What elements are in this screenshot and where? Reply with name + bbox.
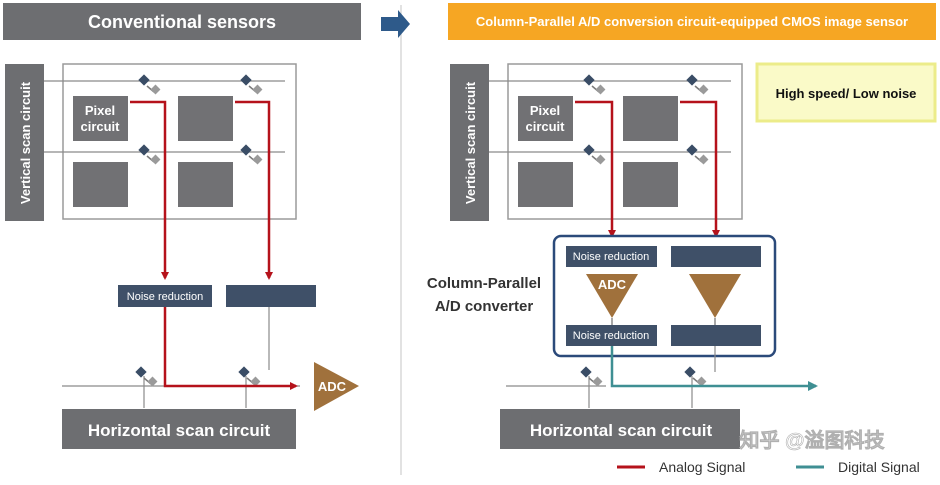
right-vertical-scan-block <box>450 64 489 221</box>
right-analog-path-2 <box>680 100 720 238</box>
right-title-bar <box>448 3 936 40</box>
left-horizontal-scan-block <box>62 409 296 449</box>
switch-icon <box>237 365 262 388</box>
noise-reduction-bottom-block-2 <box>671 325 761 346</box>
right-adc-label: ADC <box>598 277 627 292</box>
right-adc-triangle-2 <box>689 274 741 318</box>
left-pixel-circuit-1 <box>73 96 128 141</box>
switch-icon <box>582 73 607 96</box>
right-title: Column-Parallel A/D conversion circuit-e… <box>476 14 908 29</box>
watermark: 知乎 @溢图科技 <box>739 428 885 452</box>
left-vertical-scan-block <box>5 64 44 221</box>
right-pixel-label-2: circuit <box>525 119 565 134</box>
left-pixel-array-frame <box>62 63 297 220</box>
legend-analog-label: Analog Signal <box>659 459 745 475</box>
legend-digital-label: Digital Signal <box>838 459 920 475</box>
right-horizontal-scan-label: Horizontal scan circuit <box>530 421 713 440</box>
highlight-label: High speed/ Low noise <box>776 86 917 101</box>
right-horizontal-scan-block <box>500 409 740 449</box>
switch-icon <box>134 365 159 388</box>
switch-icon <box>579 365 604 388</box>
left-title-bar <box>3 3 361 40</box>
left-pixel-label-1: Pixel <box>85 103 115 118</box>
left-analog-path-1 <box>130 100 169 280</box>
right-pixel-array-frame <box>507 63 743 220</box>
noise-reduction-bottom-block <box>566 325 657 346</box>
noise-reduction-top-block-2 <box>671 246 761 267</box>
noise-reduction-top-block <box>566 246 657 267</box>
left-noise-reduction-block <box>118 285 212 307</box>
right-panel: Column-Parallel A/D conversion circuit-e… <box>427 3 937 475</box>
right-arrow-icon <box>381 10 410 38</box>
digital-signal-path <box>610 346 818 391</box>
highlight-box <box>755 62 937 123</box>
right-pixel-circuit-2 <box>623 96 678 141</box>
left-pixel-circuit-3 <box>73 162 128 207</box>
right-pixel-circuit-4 <box>623 162 678 207</box>
switch-icon <box>685 143 710 166</box>
switch-icon <box>239 73 264 96</box>
left-pixel-circuit-4 <box>178 162 233 207</box>
left-analog-path-2 <box>235 100 273 280</box>
switch-icon <box>239 143 264 166</box>
left-analog-path-main <box>163 307 298 390</box>
left-noise-reduction-label: Noise reduction <box>127 291 203 303</box>
left-noise-reduction-block-2 <box>226 285 316 307</box>
left-horizontal-scan-label: Horizontal scan circuit <box>88 421 271 440</box>
left-adc-triangle <box>314 362 359 411</box>
right-vertical-scan-label: Vertical scan circuit <box>463 81 478 204</box>
right-pixel-label-1: Pixel <box>530 103 560 118</box>
switch-icon <box>137 73 162 96</box>
left-adc-label: ADC <box>318 379 347 394</box>
left-vertical-scan-label: Vertical scan circuit <box>18 81 33 204</box>
converter-label-line2: A/D converter <box>435 298 534 315</box>
right-analog-path-1 <box>575 100 616 238</box>
right-pixel-circuit-3 <box>518 162 573 207</box>
converter-label-line1: Column-Parallel <box>427 275 541 292</box>
left-panel: Conventional sensors Vertical scan circu… <box>3 3 361 449</box>
switch-icon <box>137 143 162 166</box>
switch-icon <box>683 365 708 388</box>
left-pixel-circuit-2 <box>178 96 233 141</box>
switch-icon <box>685 73 710 96</box>
noise-reduction-top-label: Noise reduction <box>573 251 649 263</box>
noise-reduction-bottom-label: Noise reduction <box>573 330 649 342</box>
right-pixel-circuit-1 <box>518 96 573 141</box>
left-pixel-label-2: circuit <box>80 119 120 134</box>
switch-icon <box>582 143 607 166</box>
left-title: Conventional sensors <box>88 12 276 32</box>
right-adc-triangle-1 <box>586 274 638 318</box>
